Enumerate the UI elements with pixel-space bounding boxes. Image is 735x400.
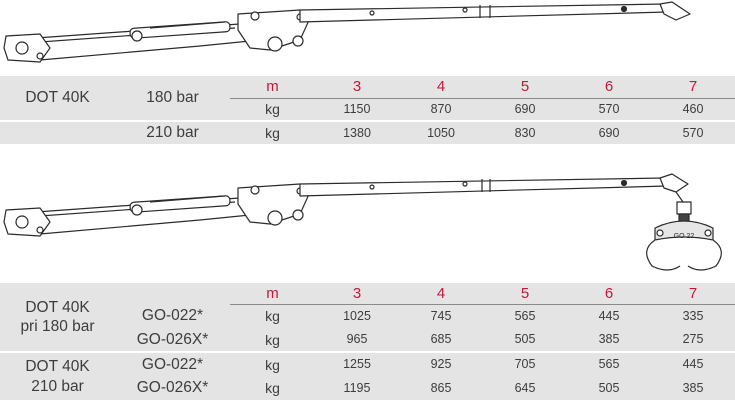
value-cell: 745 (399, 304, 483, 328)
tool-label: GO-026X* (115, 376, 230, 400)
value-cell: 705 (483, 351, 567, 376)
value-cell: 925 (399, 351, 483, 376)
distance-5: 5 (483, 283, 567, 305)
distance-6: 6 (567, 283, 651, 305)
model-label: DOT 40K (0, 76, 115, 121)
unit-m: m (230, 283, 315, 305)
value-cell: 445 (567, 304, 651, 328)
unit-kg: kg (230, 351, 315, 376)
value-cell: 505 (567, 376, 651, 400)
value-cell: 1380 (315, 120, 399, 144)
value-cell: 870 (399, 98, 483, 121)
value-cell: 690 (483, 98, 567, 121)
value-cell: 505 (483, 328, 567, 352)
capacity-table-bottom: DOT 40K pri 180 bar m 3 4 5 6 7 GO-022* … (0, 283, 735, 400)
unit-kg: kg (230, 304, 315, 328)
value-cell: 690 (567, 120, 651, 144)
table-row: 210 bar kg 1380 1050 830 690 570 (0, 120, 735, 144)
value-cell: 830 (483, 120, 567, 144)
value-cell: 1025 (315, 304, 399, 328)
value-cell: 335 (651, 304, 735, 328)
distance-3: 3 (315, 76, 399, 99)
value-cell: 1150 (315, 98, 399, 121)
distance-4: 4 (399, 283, 483, 305)
table-row: GO-022* kg 1025 745 565 445 335 (0, 304, 735, 328)
value-cell: 385 (651, 376, 735, 400)
unit-kg: kg (230, 120, 315, 144)
value-cell: 570 (567, 98, 651, 121)
value-cell: 865 (399, 376, 483, 400)
value-cell: 460 (651, 98, 735, 121)
value-cell: 565 (483, 304, 567, 328)
unit-kg: kg (230, 328, 315, 352)
crane-drawing-top (0, 0, 735, 75)
unit-kg: kg (230, 98, 315, 121)
tool-label: GO-022* (115, 304, 230, 328)
unit-kg: kg (230, 376, 315, 400)
value-cell: 645 (483, 376, 567, 400)
tool-label: GO-022* (115, 351, 230, 376)
tool-label: GO-026X* (115, 328, 230, 352)
value-cell: 1050 (399, 120, 483, 144)
value-cell: 570 (651, 120, 735, 144)
distance-7: 7 (651, 76, 735, 99)
value-cell: 385 (567, 328, 651, 352)
value-cell: 1255 (315, 351, 399, 376)
distance-3: 3 (315, 283, 399, 305)
grapple-label: GO 22 (674, 233, 695, 240)
pressure-label: 180 bar (115, 76, 230, 121)
table-row: DOT 40K 210 bar GO-022* kg 1255 925 705 … (0, 351, 735, 400)
value-cell: 1195 (315, 376, 399, 400)
table-header-row: DOT 40K pri 180 bar m 3 4 5 6 7 (0, 283, 735, 352)
distance-6: 6 (567, 76, 651, 99)
pressure-label: 210 bar (115, 120, 230, 144)
value-cell: 565 (567, 351, 651, 376)
capacity-table-top: DOT 40K 180 bar m 3 4 5 6 7 kg 1150 870 … (0, 76, 735, 144)
distance-5: 5 (483, 76, 567, 99)
distance-7: 7 (651, 283, 735, 305)
value-cell: 445 (651, 351, 735, 376)
value-cell: 965 (315, 328, 399, 352)
model-label: DOT 40K 210 bar (0, 351, 115, 400)
value-cell: 685 (399, 328, 483, 352)
distance-4: 4 (399, 76, 483, 99)
unit-m: m (230, 76, 315, 99)
table-row: GO-026X* kg 965 685 505 385 275 (0, 328, 735, 352)
table-row: kg 1150 870 690 570 460 (0, 98, 735, 121)
table-header-row: DOT 40K 180 bar m 3 4 5 6 7 (0, 76, 735, 121)
model-label: DOT 40K pri 180 bar (0, 283, 115, 352)
value-cell: 275 (651, 328, 735, 352)
table-row: GO-026X* kg 1195 865 645 505 385 (0, 376, 735, 400)
crane-drawing-bottom: GO 22 (0, 170, 735, 280)
